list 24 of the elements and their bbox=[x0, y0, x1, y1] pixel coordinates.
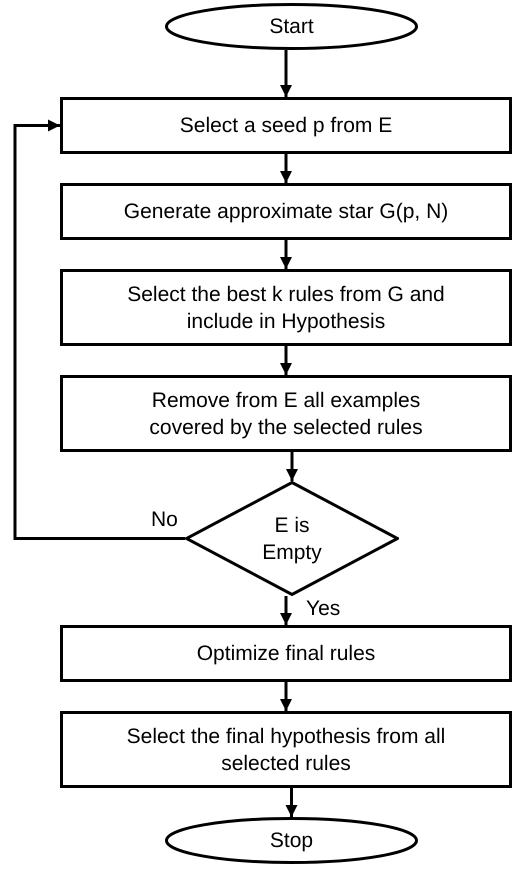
step-text: Remove from E all examples covered by the selected rules bbox=[148, 388, 424, 440]
process-box bbox=[60, 711, 512, 788]
step-text: Select the best k rules from G and include in Hypothesis bbox=[126, 282, 446, 334]
arrow bbox=[14, 120, 185, 540]
arrow bbox=[280, 346, 292, 375]
process-box bbox=[60, 625, 512, 682]
process-box bbox=[60, 269, 512, 346]
step-text: Select the final hypothesis from all selected rules bbox=[126, 724, 446, 776]
process-box bbox=[60, 97, 512, 154]
arrow bbox=[286, 788, 298, 817]
step-text: E is Empty bbox=[261, 512, 323, 566]
process-box bbox=[60, 375, 512, 452]
step-text: Select a seed p from E bbox=[180, 113, 392, 139]
process-box bbox=[60, 183, 512, 240]
arrow bbox=[280, 682, 292, 711]
step-text: Stop bbox=[270, 828, 314, 854]
arrow bbox=[280, 240, 292, 269]
step-text: Start bbox=[269, 14, 314, 40]
arrow bbox=[280, 50, 292, 97]
arrow bbox=[280, 154, 292, 183]
step-text: Optimize final rules bbox=[196, 641, 376, 667]
arrow bbox=[286, 452, 298, 481]
step-text: Generate approximate star G(p, N) bbox=[124, 199, 448, 225]
arrow bbox=[280, 596, 292, 625]
